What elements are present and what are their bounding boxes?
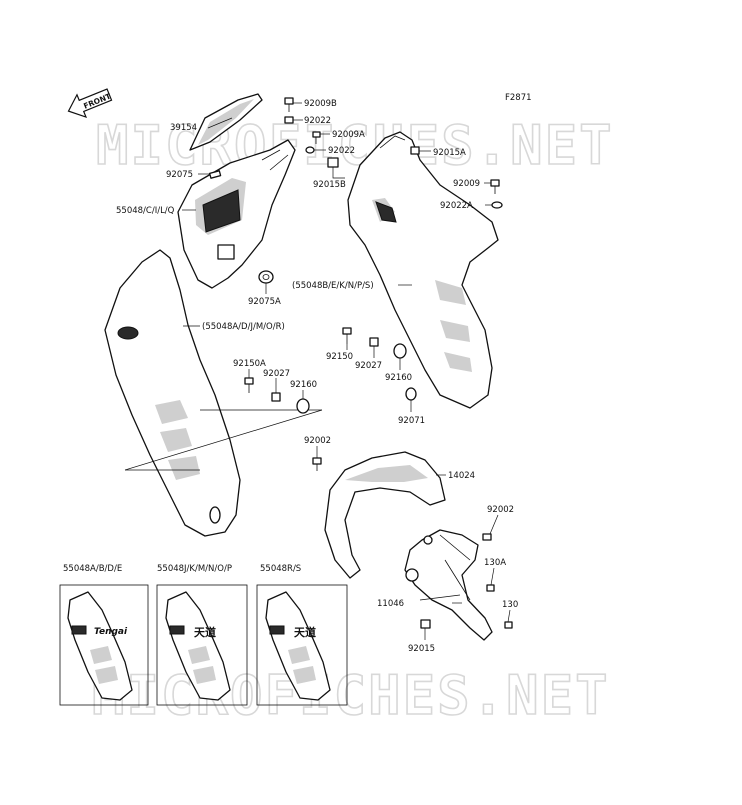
- callout-92027-right: 92027: [355, 361, 382, 371]
- callout-92022-upper: 92022: [304, 116, 331, 126]
- callout-92015: 92015: [408, 644, 435, 654]
- callout-92160-left: 92160: [290, 380, 317, 390]
- watermark-top: MICROFICHES.NET: [96, 114, 614, 177]
- collar-92027-left: [271, 392, 281, 402]
- callout-92150: 92150: [326, 352, 353, 362]
- variant-decal-2: 天道: [194, 625, 216, 639]
- variant-box-1: [59, 584, 149, 706]
- bolt-130A: [486, 584, 495, 592]
- variant-cowl-2: 天道: [165, 591, 231, 701]
- variant-decal-3: 天道: [294, 625, 316, 639]
- variant-label-3: 55048R/S: [260, 564, 301, 574]
- callout-92027-left: 92027: [263, 369, 290, 379]
- nut-92015B: [327, 157, 339, 168]
- meter-cover-part: [324, 451, 446, 579]
- callout-92022-lower: 92022: [328, 146, 355, 156]
- callout-130A: 130A: [484, 558, 506, 568]
- callout-14024: 14024: [448, 471, 475, 481]
- variant-decal-1: Tengai: [94, 627, 128, 637]
- bolt-92009B: [284, 97, 294, 112]
- bracket-part: [404, 529, 493, 641]
- left-cowl-part: [104, 249, 241, 537]
- nut-92015: [420, 619, 431, 629]
- variant-cowl-3: 天道: [265, 591, 331, 701]
- callout-92009B: 92009B: [304, 99, 337, 109]
- windshield-part: [189, 93, 263, 151]
- washer-92022A: [491, 201, 503, 209]
- variant-box-3: [256, 584, 348, 706]
- callout-39154: 39154: [170, 123, 197, 133]
- bolt-92002-right: [482, 533, 492, 541]
- watermark-bottom: MICROFICHES.NET: [92, 664, 610, 727]
- callout-92002-left: 92002: [304, 436, 331, 446]
- bolt-92150: [342, 327, 352, 344]
- callout-55048ADJMOR: (55048A/D/J/M/O/R): [202, 322, 285, 332]
- fasteners: [209, 97, 513, 629]
- callout-92075A: 92075A: [248, 297, 281, 307]
- callout-92071: 92071: [398, 416, 425, 426]
- collar-92027-right: [369, 337, 379, 347]
- washer-92022-lower: [305, 146, 315, 154]
- callout-55048CILQ: 55048/C/I/L/Q: [116, 206, 175, 216]
- damper-92160-right: [393, 343, 407, 359]
- clip-92075: [209, 170, 222, 179]
- callout-11046: 11046: [377, 599, 404, 609]
- figure-code: F2871: [505, 93, 532, 103]
- bolt-92009A: [312, 131, 321, 144]
- bolt-92009: [490, 179, 500, 194]
- right-cowl-part: [347, 131, 499, 409]
- variant-cowl-1: Tengai: [67, 591, 133, 701]
- leader-lines: [182, 102, 511, 640]
- inner-cowl-part: [177, 139, 296, 289]
- callout-92150A: 92150A: [233, 359, 266, 369]
- variant-panels: 55048A/B/D/E Tengai 55048J/K/M/N/O/P 天道 …: [59, 564, 348, 706]
- bolt-92150A: [244, 377, 254, 393]
- bolt-92002-left: [312, 457, 322, 471]
- variant-label-2: 55048J/K/M/N/O/P: [157, 564, 232, 574]
- callout-labels: 39154 92009B 92022 92009A 92022 92015A 9…: [116, 99, 518, 654]
- callout-92022A: 92022A: [440, 201, 473, 211]
- grommet-92071: [405, 387, 417, 401]
- variant-label-1: 55048A/B/D/E: [63, 564, 122, 574]
- callout-92015B: 92015B: [313, 180, 346, 190]
- nut-92015A: [410, 146, 420, 155]
- callout-92160-right: 92160: [385, 373, 412, 383]
- callout-92009A: 92009A: [332, 130, 365, 140]
- callout-130: 130: [502, 600, 518, 610]
- callout-92075: 92075: [166, 170, 193, 180]
- callout-92002-right: 92002: [487, 505, 514, 515]
- grommet-92075A: [258, 270, 274, 284]
- damper-92160-left: [296, 398, 310, 414]
- variant-box-2: [156, 584, 248, 706]
- callout-92009: 92009: [453, 179, 480, 189]
- washer-92022-upper: [284, 116, 294, 124]
- callout-55048BEKNPS: (55048B/E/K/N/P/S): [292, 281, 374, 291]
- bolt-130: [504, 621, 513, 629]
- callout-92015A: 92015A: [433, 148, 466, 158]
